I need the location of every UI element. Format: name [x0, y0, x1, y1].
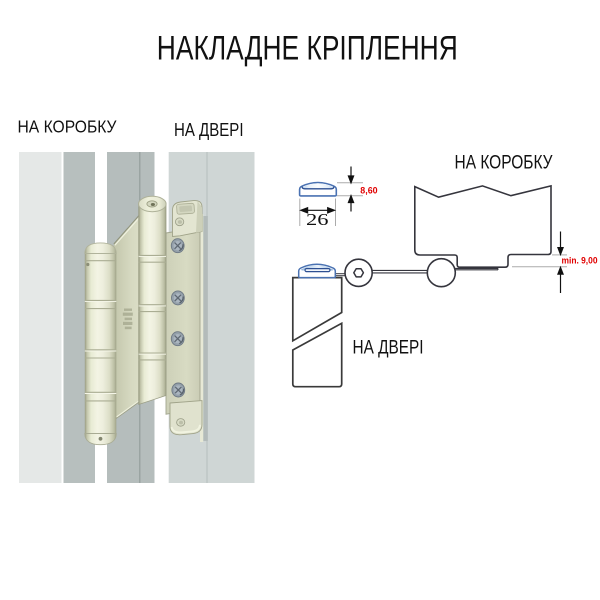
svg-text:НА КОРОБКУ: НА КОРОБКУ: [455, 152, 554, 174]
svg-text:8,60: 8,60: [360, 185, 377, 196]
svg-text:26: 26: [306, 210, 329, 229]
svg-text:НА ДВЕРІ: НА ДВЕРІ: [353, 336, 424, 358]
svg-text:min. 9,00: min. 9,00: [562, 256, 598, 267]
svg-text:НА ДВЕРІ: НА ДВЕРІ: [174, 119, 244, 140]
svg-text:НА КОРОБКУ: НА КОРОБКУ: [18, 117, 118, 137]
svg-text:НАКЛАДНЕ КРІПЛЕННЯ: НАКЛАДНЕ КРІПЛЕННЯ: [157, 30, 458, 68]
